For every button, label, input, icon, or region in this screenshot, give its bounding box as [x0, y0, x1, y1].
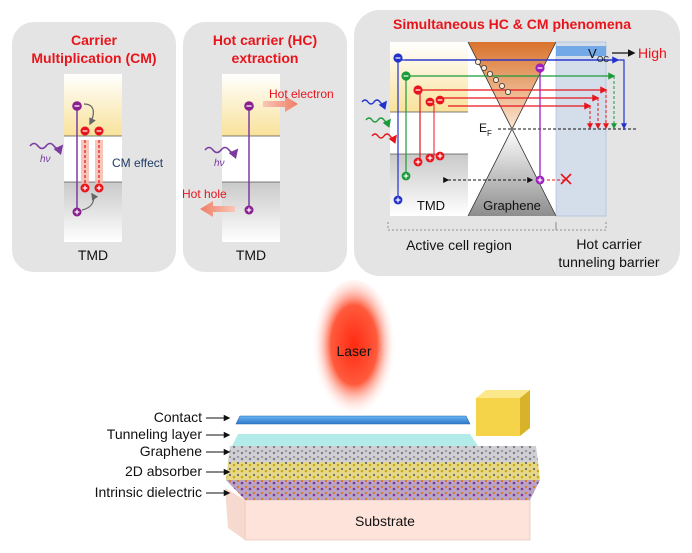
sim-electron-red: [413, 85, 423, 95]
cm-photon-label: hν: [40, 154, 51, 165]
fermi-label: E: [479, 121, 487, 135]
hot-electron-arrow: [263, 96, 298, 112]
layer-label-tunneling: Tunneling layer: [107, 426, 203, 442]
layer-intrinsic-dielectric: [226, 480, 540, 500]
layer-2d-absorber: [226, 462, 540, 480]
graphene-upper-cone: [468, 42, 556, 129]
barrier-region-bracket: [555, 222, 607, 231]
cm-title-line1: Carrier: [71, 32, 117, 48]
voc-subscript: OC: [597, 55, 609, 64]
cm-hole-2: [94, 183, 104, 193]
sim-hole-green: [401, 171, 411, 181]
sim-graphene-label: Graphene: [483, 198, 541, 213]
cm-title-line2: Multiplication (CM): [31, 50, 156, 66]
hc-material-label: TMD: [236, 247, 266, 263]
photon-blue: [361, 99, 388, 110]
sim-tmd-gap: [390, 112, 468, 154]
barrier-region-label-2: tunneling barrier: [558, 254, 660, 270]
cm-relax-arrow: [83, 103, 96, 126]
laser-label: Laser: [336, 343, 371, 359]
layer-label-tunneling-row: Tunneling layer: [107, 426, 231, 442]
sim-hole-red-2: [425, 153, 435, 163]
photon-green: [365, 117, 392, 128]
gold-contact-pad: [476, 390, 530, 436]
hc-title-line2: extraction: [232, 50, 299, 66]
hc-hole: [244, 205, 254, 215]
cm-electron-2: [94, 126, 104, 136]
sim-electron-blue: [393, 53, 403, 63]
layer-tunneling: [232, 434, 478, 446]
cm-pair-column-2: [95, 140, 103, 188]
layer-label-contact-row: Contact: [154, 409, 231, 425]
device-schematic: Laser Substrate Contact Tunneling layer …: [95, 280, 540, 541]
sim-electron-pair-1: [425, 97, 435, 107]
cm-photon-wave: [29, 142, 64, 155]
cm-panel: Carrier Multiplication (CM) hν CM effect…: [12, 22, 176, 272]
fermi-subscript: F: [487, 129, 492, 138]
sim-hole-red-3: [435, 151, 445, 161]
hc-title-line1: Hot carrier (HC): [213, 32, 317, 48]
barrier-region-label-1: Hot carrier: [576, 236, 642, 252]
barrier-top-level: [556, 46, 606, 56]
sim-electron-green: [401, 71, 411, 81]
layer-label-graphene-row: Graphene: [140, 443, 231, 459]
laser-beam: [312, 280, 396, 424]
layer-label-dielectric-row: Intrinsic dielectric: [95, 484, 231, 500]
layer-label-absorber-row: 2D absorber: [125, 463, 231, 479]
hc-panel: Hot carrier (HC) extraction Hot electron…: [182, 22, 347, 272]
cm-pair-column-1: [81, 140, 89, 188]
cm-hole-relax-arrow: [81, 192, 99, 211]
cm-material-label: TMD: [78, 247, 108, 263]
active-region-label: Active cell region: [406, 237, 512, 253]
hc-photon-label: hν: [214, 158, 225, 169]
cm-bandgap: [64, 136, 122, 182]
sim-electron-purple: [535, 63, 545, 73]
layer-label-contact: Contact: [154, 409, 202, 425]
hot-electron-label: Hot electron: [269, 87, 334, 101]
layer-label-graphene: Graphene: [140, 443, 202, 459]
sim-hole-red-1: [413, 157, 423, 167]
cm-electron-1: [80, 126, 90, 136]
hc-bandgap: [222, 136, 280, 182]
cm-electron-top: [72, 101, 82, 111]
graphene-lower-cone: [468, 129, 556, 216]
layer-label-dielectric: Intrinsic dielectric: [95, 484, 202, 500]
sim-electron-pair-2: [435, 95, 445, 105]
voc-label: V: [588, 46, 597, 61]
sim-hole-purple: [535, 175, 545, 185]
layer-label-absorber: 2D absorber: [125, 463, 202, 479]
layer-graphene: [228, 446, 538, 462]
high-label: High: [638, 45, 667, 61]
cm-hole-bottom: [72, 207, 82, 217]
hc-photon-wave: [204, 146, 239, 159]
hot-hole-arrow: [200, 201, 235, 217]
sim-panel: Simultaneous HC & CM phenomena TMD Graph…: [354, 10, 680, 276]
sim-hole-blue: [393, 195, 403, 205]
hc-electron: [244, 101, 254, 111]
layer-contact: [235, 415, 471, 425]
substrate-label: Substrate: [355, 513, 415, 529]
graphene-hot-electrons: [474, 59, 511, 96]
sim-tmd-label: TMD: [417, 198, 445, 213]
cm-hole-1: [80, 183, 90, 193]
blocked-x-mark: [560, 173, 572, 185]
photon-red: [371, 133, 398, 144]
hot-hole-label: Hot hole: [182, 187, 227, 201]
cm-effect-label: CM effect: [112, 156, 164, 170]
sim-title: Simultaneous HC & CM phenomena: [393, 16, 631, 32]
sim-tmd-valence: [390, 154, 468, 216]
